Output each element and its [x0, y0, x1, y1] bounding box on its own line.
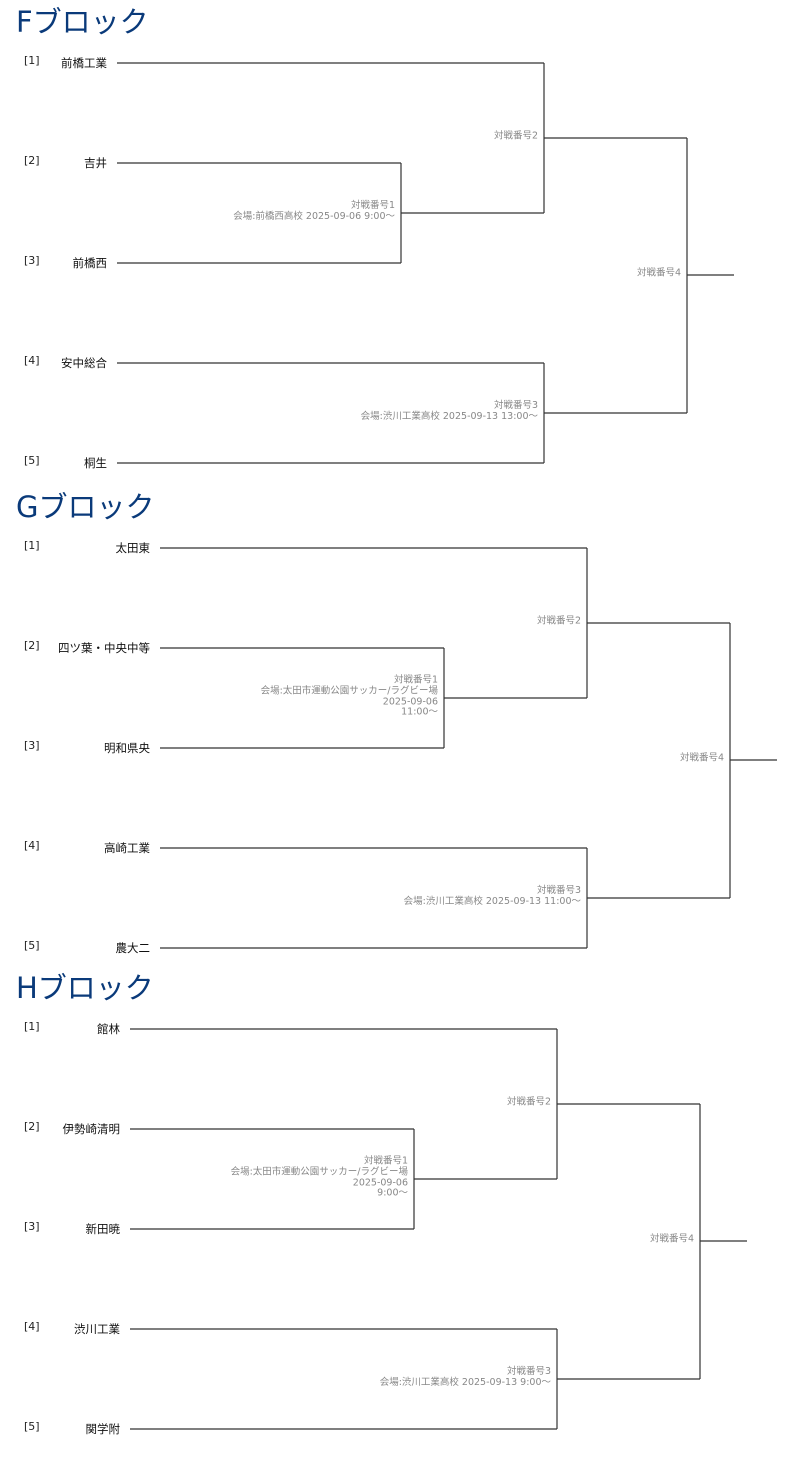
match-label: 対戦番号2: [493, 130, 538, 143]
team-seed: [4]: [24, 1320, 40, 1333]
team-seed: [4]: [24, 354, 40, 367]
match-label: 対戦番号4: [649, 1233, 694, 1246]
match-number: 対戦番号4: [679, 752, 724, 764]
match-info: 会場:太田市運動公園サッカー/ラグビー場: [230, 1166, 408, 1178]
team-seed: [5]: [24, 454, 40, 467]
match-info: 11:00〜: [401, 706, 438, 718]
bracket-lines: [130, 1028, 747, 1430]
match-number: 対戦番号1: [363, 1155, 408, 1167]
team-name: 安中総合: [61, 356, 107, 370]
block-title: Fブロック: [16, 5, 149, 39]
match-label: 対戦番号2: [506, 1096, 551, 1109]
team-seed: [2]: [24, 154, 40, 167]
match-number: 対戦番号4: [636, 267, 681, 279]
team-seed: [5]: [24, 1420, 40, 1433]
team-seed: [2]: [24, 1120, 40, 1133]
match-number: 対戦番号2: [506, 1096, 551, 1108]
block-title: Gブロック: [16, 490, 155, 524]
team-seed: [1]: [24, 539, 40, 552]
match-info: 9:00〜: [377, 1187, 408, 1199]
match-label: 対戦番号4: [636, 267, 681, 280]
match-info: 会場:前橋西高校 2025-09-06 9:00〜: [233, 211, 395, 222]
match-number: 対戦番号3: [493, 400, 538, 412]
team-seed: [5]: [24, 939, 40, 952]
team-name: 太田東: [115, 541, 151, 555]
team-seed: [2]: [24, 639, 40, 652]
match-info: 2025-09-06: [382, 696, 438, 707]
team-name: 前橋西: [72, 256, 108, 270]
team-name: 渋川工業: [74, 1322, 120, 1336]
bracket-lines: [117, 62, 734, 464]
team-name: 桐生: [84, 456, 107, 470]
match-info: 会場:太田市運動公園サッカー/ラグビー場: [260, 685, 438, 697]
bracket-block: Hブロック [1] 館林 [2] 伊勢崎清明 [3] 新田暁 [4] 渋川工業 [5] 関学附 対戦番…: [0, 966, 800, 1446]
match-info: 2025-09-06: [352, 1177, 408, 1188]
team-name: 新田暁: [85, 1222, 121, 1236]
match-number: 対戦番号3: [536, 885, 581, 897]
match-info: 会場:渋川工業高校 2025-09-13 13:00〜: [360, 411, 538, 422]
team-name: 高崎工業: [104, 841, 150, 855]
bracket-block: Gブロック [1] 太田東 [2] 四ツ葉・中央中等 [3] 明和県央 [4] 高崎工業 [5] 農…: [0, 485, 800, 965]
team-seed: [1]: [24, 54, 40, 67]
team-name: 館林: [97, 1022, 120, 1036]
match-number: 対戦番号3: [506, 1366, 551, 1378]
team-name: 伊勢崎清明: [62, 1122, 121, 1136]
team-name: 吉井: [84, 156, 107, 170]
team-name: 農大二: [115, 941, 151, 955]
team-seed: [3]: [24, 1220, 40, 1233]
bracket-lines: [160, 547, 777, 949]
match-number: 対戦番号1: [350, 200, 395, 212]
team-name: 四ツ葉・中央中等: [58, 641, 150, 655]
match-number: 対戦番号2: [493, 130, 538, 142]
match-number: 対戦番号1: [393, 674, 438, 686]
match-number: 対戦番号4: [649, 1233, 694, 1245]
team-seed: [1]: [24, 1020, 40, 1033]
block-title: Hブロック: [16, 971, 154, 1005]
team-seed: [3]: [24, 739, 40, 752]
match-info: 会場:渋川工業高校 2025-09-13 9:00〜: [379, 1377, 551, 1388]
match-number: 対戦番号2: [536, 615, 581, 627]
match-label: 対戦番号4: [679, 752, 724, 765]
team-name: 関学附: [85, 1422, 121, 1436]
team-seed: [3]: [24, 254, 40, 267]
match-info: 会場:渋川工業高校 2025-09-13 11:00〜: [403, 896, 581, 907]
match-label: 対戦番号2: [536, 615, 581, 628]
team-name: 前橋工業: [61, 56, 107, 70]
team-seed: [4]: [24, 839, 40, 852]
bracket-block: Fブロック [1] 前橋工業 [2] 吉井 [3] 前橋西 [4] 安中総合 [5] 桐生 対戦番号1…: [0, 0, 800, 480]
team-name: 明和県央: [104, 741, 150, 755]
